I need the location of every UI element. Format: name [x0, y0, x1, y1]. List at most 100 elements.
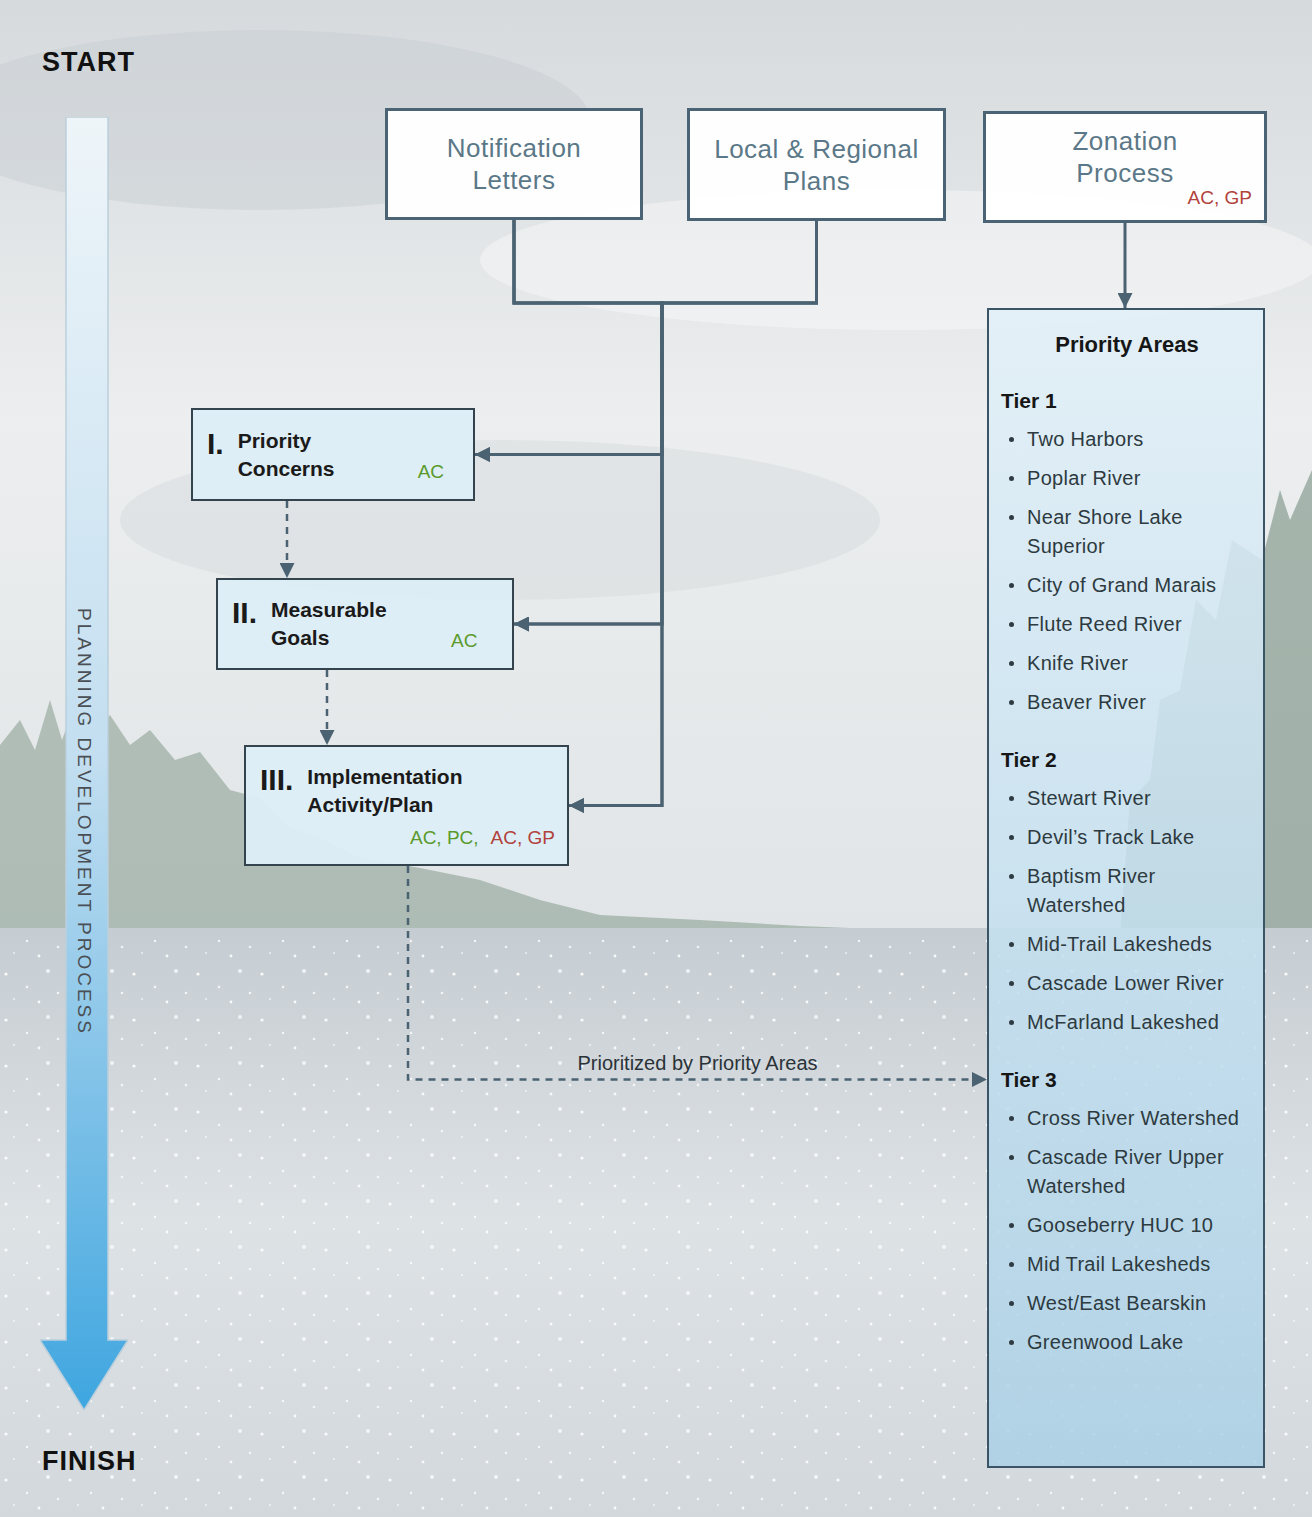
area-item: Near Shore Lake Superior: [1027, 503, 1253, 561]
process-box: II. Measurable GoalsAC: [216, 578, 514, 670]
flow-endpoint-label: FINISH: [42, 1446, 137, 1477]
flow-endpoint-label: START: [42, 47, 135, 78]
bullet-dot: [1009, 835, 1014, 840]
tag-group: AC: [406, 461, 444, 483]
area-item: City of Grand Marais: [1027, 571, 1216, 600]
box-title: Implementation Activity/Plan: [307, 763, 522, 819]
area-item: Mid-Trail Lakesheds: [1027, 930, 1212, 959]
list-row: Mid-Trail Lakesheds: [1001, 930, 1253, 959]
area-item: Cascade Lower River: [1027, 969, 1224, 998]
bullet-dot: [1009, 583, 1014, 588]
box-row: II. Measurable GoalsAC: [232, 596, 500, 652]
list-row: City of Grand Marais: [1001, 571, 1253, 600]
box-row: I. Priority ConcernsAC: [207, 427, 461, 483]
dashed-arrow: [326, 670, 329, 745]
process-box: III.Implementation Activity/PlanAC, PC,A…: [244, 745, 569, 866]
flow-arrow: [475, 220, 662, 455]
bullet-dot: [1009, 796, 1014, 801]
list-row: Devil’s Track Lake: [1001, 823, 1253, 852]
dashed-arrow: [408, 866, 987, 1080]
tier-heading: Tier 1: [1001, 388, 1253, 413]
list-row: Poplar River: [1001, 464, 1253, 493]
list-row: Stewart River: [1001, 784, 1253, 813]
area-item: Stewart River: [1027, 784, 1151, 813]
area-item: Poplar River: [1027, 464, 1141, 493]
tier-heading: Tier 3: [1001, 1067, 1253, 1092]
tier-heading: Tier 2: [1001, 747, 1253, 772]
bullet-dot: [1009, 942, 1014, 947]
roman-numeral: I.: [207, 427, 224, 461]
tag-group: AC, PC, AC, GP: [260, 827, 555, 849]
box-title: Zonation Process: [1043, 125, 1208, 189]
input-box: Local & Regional Plans: [687, 108, 946, 221]
area-item: Flute Reed River: [1027, 610, 1182, 639]
list-row: Gooseberry HUC 10: [1001, 1211, 1253, 1240]
bullet-dot: [1009, 1155, 1014, 1160]
bullet-dot: [1009, 1340, 1014, 1345]
box-title: Notification Letters: [424, 132, 604, 196]
bullet-dot: [1009, 1301, 1014, 1306]
bullet-dot: [1009, 437, 1014, 442]
panel-heading: Priority Areas: [1001, 332, 1253, 358]
label-anchor: Prioritized by Priority Areas: [577, 1052, 817, 1075]
list-row: Cascade River Upper Watershed: [1001, 1143, 1253, 1201]
flow-arrow: [475, 221, 817, 455]
code-tag-green: AC, PC,: [410, 827, 479, 849]
box-title: Local & Regional Plans: [702, 133, 931, 197]
area-item: Mid Trail Lakesheds: [1027, 1250, 1211, 1279]
roman-numeral: II.: [232, 596, 257, 630]
area-item: Devil’s Track Lake: [1027, 823, 1194, 852]
dashed-arrow: [286, 501, 289, 578]
flow-arrow: [514, 221, 817, 624]
bullet-dot: [1009, 1020, 1014, 1025]
bullet-dot: [1009, 700, 1014, 705]
bullet-dot: [1009, 661, 1014, 666]
list-row: Two Harbors: [1001, 425, 1253, 454]
list-row: McFarland Lakeshed: [1001, 1008, 1253, 1037]
input-box: Zonation ProcessAC, GP: [983, 111, 1267, 223]
area-item: Greenwood Lake: [1027, 1328, 1184, 1357]
area-item: Cascade River Upper Watershed: [1027, 1143, 1253, 1201]
area-item: Gooseberry HUC 10: [1027, 1211, 1213, 1240]
bullet-dot: [1009, 1262, 1014, 1267]
area-item: Cross River Watershed: [1027, 1104, 1239, 1133]
list-row: Beaver River: [1001, 688, 1253, 717]
priority-panel: Priority AreasTier 1 Two HarborsPoplar Ri…: [987, 308, 1265, 1468]
flow-arrow: [569, 221, 817, 806]
bullet-dot: [1009, 874, 1014, 879]
label-anchor: START: [42, 47, 135, 78]
box-title: Measurable Goals: [271, 596, 431, 652]
flow-arrow: [514, 220, 662, 806]
list-row: Baptism River Watershed: [1001, 862, 1253, 920]
area-item: Beaver River: [1027, 688, 1146, 717]
label-anchor: FINISH: [42, 1446, 137, 1477]
roman-numeral: III.: [260, 763, 293, 797]
flow-arrow: [514, 220, 662, 624]
bullet-dot: [1009, 981, 1014, 986]
list-row: Near Shore Lake Superior: [1001, 503, 1253, 561]
bullet-dot: [1009, 476, 1014, 481]
tag-group: AC: [439, 630, 477, 652]
input-box: Notification Letters: [385, 108, 643, 220]
list-row: Greenwood Lake: [1001, 1328, 1253, 1357]
code-tag-green: AC: [451, 630, 477, 652]
flow-arrow: [1124, 223, 1127, 308]
list-row: Flute Reed River: [1001, 610, 1253, 639]
area-item: Baptism River Watershed: [1027, 862, 1253, 920]
code-tag-red: AC, GP: [491, 827, 555, 849]
process-label: PLANNING DEVELOPMENT PROCESS: [73, 608, 95, 1036]
code-tag-red: AC, GP: [1188, 187, 1252, 209]
list-row: Knife River: [1001, 649, 1253, 678]
list-row: Cross River Watershed: [1001, 1104, 1253, 1133]
list-row: West/East Bearskin: [1001, 1289, 1253, 1318]
bullet-dot: [1009, 622, 1014, 627]
process-arrow: PLANNING DEVELOPMENT PROCESS: [40, 117, 128, 1410]
list-row: Mid Trail Lakesheds: [1001, 1250, 1253, 1279]
bullet-dot: [1009, 1116, 1014, 1121]
box-title: Priority Concerns: [238, 427, 398, 483]
bullet-dot: [1009, 1223, 1014, 1228]
process-arrow-body: [40, 117, 128, 1410]
area-item: Knife River: [1027, 649, 1128, 678]
code-tag-green: AC: [418, 461, 444, 483]
area-item: West/East Bearskin: [1027, 1289, 1207, 1318]
